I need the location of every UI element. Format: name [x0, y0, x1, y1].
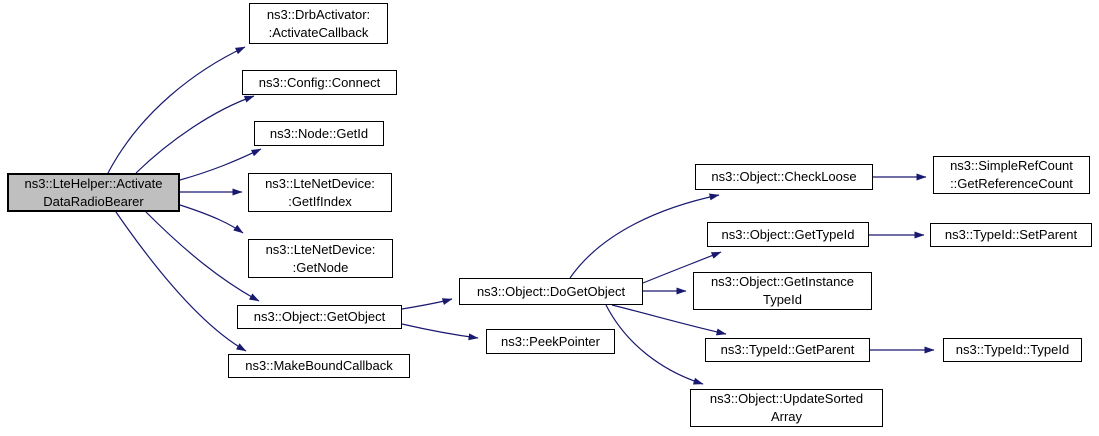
edge-lte-helper-activate-data-radio-bearer-to-config-connect [135, 95, 255, 174]
edge-object-do-get-object-to-type-id-get-parent [611, 304, 727, 336]
edge-lte-helper-activate-data-radio-bearer-to-drb-activator-activate-callback [107, 46, 246, 174]
edge-group [107, 46, 935, 385]
node-object-get-instance-type-id[interactable]: ns3::Object::GetInstance TypeId [693, 272, 872, 310]
edge-object-get-object-to-object-do-get-object [401, 298, 453, 310]
node-type-id-set-parent[interactable]: ns3::TypeId::SetParent [930, 223, 1092, 247]
node-lte-helper-activate-data-radio-bearer: ns3::LteHelper::Activate DataRadioBearer [7, 173, 180, 212]
node-lte-net-device-get-if-index[interactable]: ns3::LteNetDevice: :GetIfIndex [248, 173, 392, 212]
node-type-id-get-parent[interactable]: ns3::TypeId::GetParent [705, 338, 870, 362]
node-object-update-sorted-array[interactable]: ns3::Object::UpdateSorted Array [690, 389, 883, 427]
edge-object-do-get-object-to-object-update-sorted-array [605, 304, 704, 385]
node-object-check-loose[interactable]: ns3::Object::CheckLoose [695, 164, 873, 190]
edge-lte-helper-activate-data-radio-bearer-to-node-get-id [179, 148, 262, 181]
edge-lte-helper-activate-data-radio-bearer-to-object-get-object [145, 211, 260, 302]
node-type-id-type-id[interactable]: ns3::TypeId::TypeId [943, 338, 1082, 362]
node-peek-pointer[interactable]: ns3::PeekPointer [486, 329, 615, 354]
node-object-get-object[interactable]: ns3::Object::GetObject [237, 305, 402, 329]
node-simple-ref-count-get-reference-count[interactable]: ns3::SimpleRefCount ::GetReferenceCount [933, 156, 1090, 194]
node-object-do-get-object[interactable]: ns3::Object::DoGetObject [459, 278, 643, 305]
node-make-bound-callback[interactable]: ns3::MakeBoundCallback [228, 354, 410, 378]
node-drb-activator-activate-callback[interactable]: ns3::DrbActivator: :ActivateCallback [249, 3, 388, 44]
edge-object-do-get-object-to-object-check-loose [569, 193, 720, 279]
node-node-get-id[interactable]: ns3::Node::GetId [254, 121, 384, 146]
edge-object-do-get-object-to-object-get-type-id [642, 251, 722, 284]
node-lte-net-device-get-node[interactable]: ns3::LteNetDevice: :GetNode [248, 239, 393, 278]
node-object-get-type-id[interactable]: ns3::Object::GetTypeId [707, 222, 869, 247]
edge-object-get-object-to-peek-pointer [401, 323, 479, 341]
edge-lte-helper-activate-data-radio-bearer-to-make-bound-callback [115, 211, 247, 352]
edge-lte-helper-activate-data-radio-bearer-to-lte-net-device-get-node [179, 204, 244, 234]
node-config-connect[interactable]: ns3::Config::Connect [242, 70, 397, 95]
